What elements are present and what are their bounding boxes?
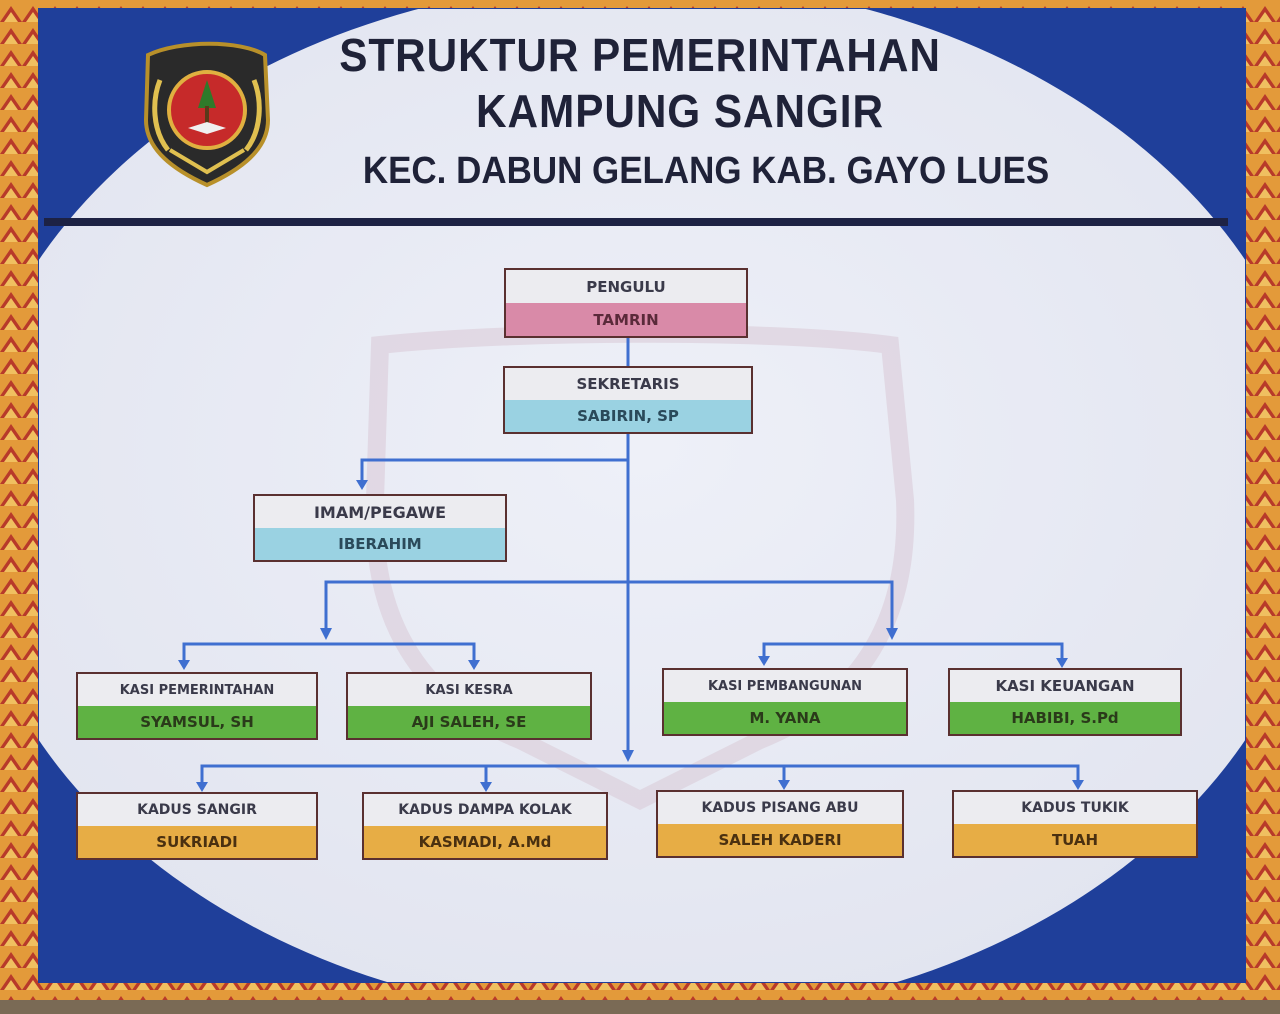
role-label: SEKRETARIS <box>505 368 751 401</box>
name-label: SABIRIN, SP <box>505 400 751 432</box>
box-kadus-sangir: KADUS SANGIR SUKRIADI <box>76 792 318 860</box>
box-imam-pegawe: IMAM/PEGAWE IBERAHIM <box>253 494 507 562</box>
role-label: KADUS SANGIR <box>78 794 316 827</box>
role-label: KASI PEMERINTAHAN <box>78 674 316 707</box>
box-kasi-pemerintahan: KASI PEMERINTAHAN SYAMSUL, SH <box>76 672 318 740</box>
gayo-lues-emblem <box>143 41 271 188</box>
role-label: KASI PEMBANGUNAN <box>664 670 906 703</box>
role-label: KASI KEUANGAN <box>950 670 1180 703</box>
name-label: SUKRIADI <box>78 826 316 858</box>
box-kadus-tukik: KADUS TUKIK TUAH <box>952 790 1198 858</box>
title-line-3: KEC. DABUN GELANG KAB. GAYO LUES <box>362 150 1050 192</box>
box-pengulu: PENGULU TAMRIN <box>504 268 748 338</box>
name-label: SYAMSUL, SH <box>78 706 316 738</box>
box-kasi-kesra: KASI KESRA AJI SALEH, SE <box>346 672 592 740</box>
role-label: PENGULU <box>506 270 746 304</box>
name-label: TUAH <box>954 824 1196 856</box>
connector-arrows <box>178 480 1084 792</box>
role-label: KADUS TUKIK <box>954 792 1196 825</box>
box-kasi-pembangunan: KASI PEMBANGUNAN M. YANA <box>662 668 908 736</box>
box-kadus-pisang-abu: KADUS PISANG ABU SALEH KADERI <box>656 790 904 858</box>
connector-lines <box>182 336 1080 786</box>
role-label: KADUS PISANG ABU <box>658 792 902 825</box>
name-label: TAMRIN <box>506 303 746 336</box>
name-label: AJI SALEH, SE <box>348 706 590 738</box>
name-label: M. YANA <box>664 702 906 734</box>
role-label: IMAM/PEGAWE <box>255 496 505 529</box>
name-label: IBERAHIM <box>255 528 505 560</box>
title-line-1: STRUKTUR PEMERINTAHAN <box>339 29 941 81</box>
box-kasi-keuangan: KASI KEUANGAN HABIBI, S.Pd <box>948 668 1182 736</box>
box-sekretaris: SEKRETARIS SABIRIN, SP <box>503 366 753 434</box>
name-label: HABIBI, S.Pd <box>950 702 1180 734</box>
title-line-2: KAMPUNG SANGIR <box>476 85 884 137</box>
role-label: KADUS DAMPA KOLAK <box>364 794 606 827</box>
box-kadus-dampa-kolak: KADUS DAMPA KOLAK KASMADI, A.Md <box>362 792 608 860</box>
name-label: SALEH KADERI <box>658 824 902 856</box>
role-label: KASI KESRA <box>348 674 590 707</box>
name-label: KASMADI, A.Md <box>364 826 606 858</box>
